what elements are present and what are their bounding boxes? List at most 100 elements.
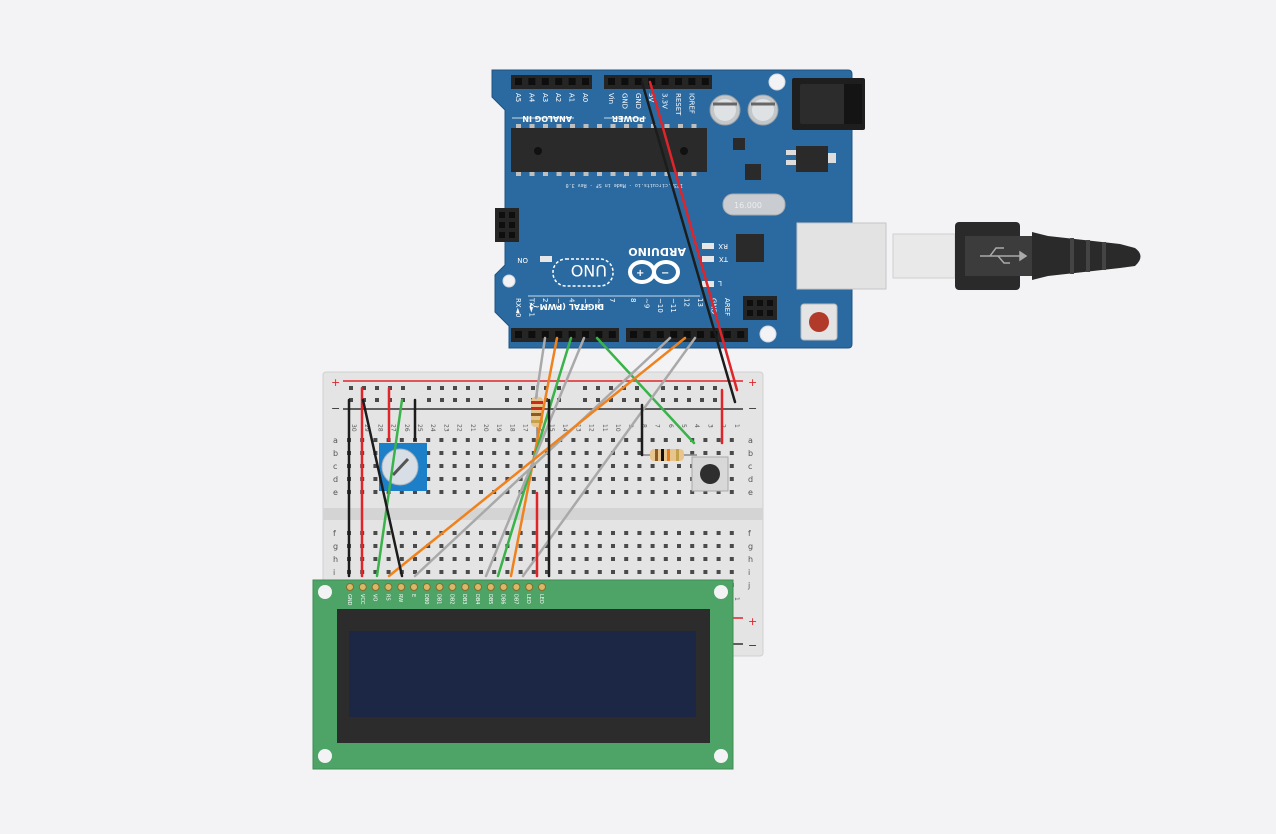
header-pin[interactable]	[675, 78, 682, 85]
wire-5v[interactable]	[648, 80, 739, 392]
wire-pot-wiper[interactable]	[375, 398, 404, 578]
pin-label: A1	[568, 93, 576, 102]
header-pin[interactable]	[555, 331, 563, 338]
crystal-oscillator: 16.000	[722, 193, 786, 216]
header-pin[interactable]	[515, 78, 522, 85]
header-pin[interactable]	[595, 331, 603, 338]
row-letter: a	[333, 436, 338, 445]
header-pin[interactable]	[630, 331, 637, 338]
lcd-pin[interactable]	[461, 583, 470, 591]
header-pin[interactable]	[683, 331, 691, 338]
lcd-pin[interactable]	[448, 583, 457, 591]
wire-pin11[interactable]	[413, 336, 672, 578]
wire-pin6[interactable]	[595, 336, 696, 445]
header-pin[interactable]	[555, 78, 563, 85]
lcd-pin[interactable]	[346, 583, 354, 591]
wires[interactable]	[347, 80, 739, 578]
wire-rw[interactable]	[361, 398, 404, 578]
lcd-pin[interactable]	[538, 583, 546, 591]
header-pin[interactable]	[661, 78, 669, 85]
lcd-pin[interactable]	[410, 583, 418, 591]
icsp-header[interactable]	[743, 296, 777, 320]
header-pin[interactable]	[670, 331, 678, 338]
column-number: 5	[680, 424, 687, 428]
header-pin[interactable]	[528, 78, 536, 85]
column-number: 27	[390, 424, 397, 432]
resistor-10k	[642, 449, 697, 461]
lcd-pin-label: GND	[346, 594, 352, 606]
header-pin[interactable]	[710, 331, 718, 338]
header-pin[interactable]	[737, 331, 745, 338]
potentiometer[interactable]	[379, 443, 427, 491]
header-pin[interactable]	[701, 78, 709, 85]
lcd-pin[interactable]	[486, 583, 495, 591]
lcd-pin-label: DB7	[512, 594, 518, 604]
wire-pin2[interactable]	[534, 336, 547, 400]
pin-label: Vin	[607, 93, 615, 104]
header-pin[interactable]	[621, 78, 629, 85]
lcd-pin[interactable]	[371, 583, 380, 591]
column-number: 24	[429, 424, 436, 432]
lcd-pin[interactable]	[499, 583, 508, 591]
pin-label: ~5	[581, 298, 589, 308]
header-pin[interactable]	[608, 331, 616, 338]
header-pin[interactable]	[723, 331, 731, 338]
wire-pin5[interactable]	[484, 336, 586, 578]
lcd-pin[interactable]	[397, 583, 406, 591]
header-pin[interactable]	[656, 331, 664, 338]
row-letter: d	[333, 475, 338, 484]
icsp-header[interactable]	[495, 208, 519, 242]
push-button[interactable]	[691, 456, 729, 492]
header-pin[interactable]	[643, 331, 651, 338]
pin-label: GND	[620, 93, 628, 109]
header-pin[interactable]	[697, 331, 704, 338]
reset-button[interactable]	[800, 303, 838, 341]
pin-label: ~9	[642, 298, 650, 308]
usb-cable[interactable]	[796, 222, 1141, 290]
power-jack[interactable]	[792, 78, 865, 130]
wire-gnd[interactable]	[640, 80, 737, 404]
lcd-pin[interactable]	[384, 583, 393, 591]
header-pin[interactable]	[688, 78, 696, 85]
wire-pin-misc[interactable]	[521, 336, 697, 578]
row-letter: d	[748, 475, 753, 484]
header-pin[interactable]	[541, 78, 549, 85]
header-pin[interactable]	[634, 78, 642, 85]
power-header[interactable]	[604, 75, 712, 89]
wire-pin12[interactable]	[387, 336, 687, 578]
header-pin[interactable]	[515, 331, 522, 338]
breadboard-row-letters: aabbccddeeffgghhiijj	[332, 436, 753, 590]
pin-label: ~11	[669, 298, 677, 313]
header-pin[interactable]	[582, 78, 589, 85]
lcd-pin[interactable]	[474, 583, 482, 591]
header-pin[interactable]	[582, 331, 589, 338]
lcd-pin-label: DB0	[423, 594, 429, 604]
lcd-pin-header[interactable]	[346, 583, 546, 591]
lcd-pin-label: LED	[525, 594, 531, 604]
footer-text: 123D.circuits.io - Made in SF - Rev 3.0	[566, 182, 683, 188]
header-pin[interactable]	[541, 331, 549, 338]
lcd-pin[interactable]	[422, 583, 431, 591]
column-number: 30	[350, 424, 357, 432]
analog-header[interactable]	[511, 75, 592, 89]
pin-label: RESET	[674, 93, 682, 116]
column-number: 26	[403, 424, 410, 432]
row-letter: a	[748, 436, 753, 445]
header-pin[interactable]	[528, 331, 536, 338]
lcd-pin[interactable]	[525, 583, 534, 591]
header-pin[interactable]	[608, 78, 615, 85]
header-pin[interactable]	[648, 78, 656, 85]
header-pin[interactable]	[568, 331, 576, 338]
header-pin[interactable]	[568, 78, 576, 85]
lcd-pin-label: DB5	[487, 594, 493, 604]
svg-text:UNO: UNO	[571, 261, 607, 280]
lcd-pin[interactable]	[358, 583, 367, 591]
digital-header-high[interactable]	[626, 328, 748, 342]
digital-header-low[interactable]	[511, 328, 619, 342]
lcd-pin[interactable]	[435, 583, 444, 591]
lcd-pin[interactable]	[512, 583, 521, 591]
